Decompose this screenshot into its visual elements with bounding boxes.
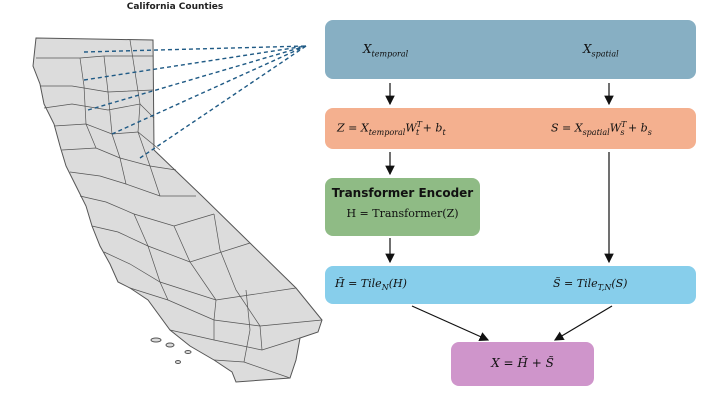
spatial-tile-sub: T,N <box>597 283 612 293</box>
temporal-input-label: Xtemporal <box>363 42 408 58</box>
spatial-tile-arg: (S) <box>611 277 628 290</box>
temporal-proj-sub: temporal <box>368 127 406 137</box>
spatial-proj-w-sub: s <box>620 127 625 137</box>
spatial-projection-equation: S = XspatialWTs + bs <box>551 120 652 137</box>
encoder-title: Transformer Encoder <box>331 186 474 200</box>
temporal-proj-rest: + b <box>419 121 443 135</box>
encoder-equation: H = Transformer(Z) <box>346 207 459 220</box>
arrow-tile-right-to-output <box>553 305 613 341</box>
county-borders <box>36 39 323 379</box>
spatial-tile-equation: S̃ = TileT,N(S) <box>553 277 627 292</box>
county-link-lines <box>83 45 307 159</box>
temporal-proj-w-sub: t <box>415 127 420 137</box>
spatial-proj-b-sub: s <box>647 127 652 137</box>
california-outline <box>32 37 323 383</box>
temporal-tile-equation: H̃ = TileN(H) <box>335 277 407 292</box>
temporal-tile-sub: N <box>381 283 389 293</box>
input-box: Xtemporal Xspatial <box>325 20 696 79</box>
channel-islands <box>150 337 192 364</box>
spatial-proj-w-sup: T <box>621 120 627 129</box>
spatial-input-label: Xspatial <box>583 42 619 58</box>
temporal-proj-b-sub: t <box>442 127 446 137</box>
temporal-proj-w-sup: T <box>416 120 422 129</box>
temporal-proj-lhs: Z = X <box>337 121 369 135</box>
spatial-proj-rest: + b <box>624 121 648 135</box>
transformer-encoder-box: Transformer Encoder H = Transformer(Z) <box>325 178 480 236</box>
output-box: X = H̃ + S̃ <box>451 342 594 386</box>
projection-box: Z = XtemporalWTt + bt S = XspatialWTs + … <box>325 108 696 149</box>
temporal-symbol: X <box>363 42 372 56</box>
temporal-tile-arg: (H) <box>388 277 407 290</box>
california-map <box>32 37 323 383</box>
spatial-proj-w: W <box>609 121 621 135</box>
tile-box: H̃ = TileN(H) S̃ = TileT,N(S) <box>325 266 696 304</box>
arrow-tile-left-to-output <box>411 305 490 341</box>
flow-arrows <box>385 83 614 341</box>
output-equation: X = H̃ + S̃ <box>491 356 554 370</box>
map-title: California Counties <box>126 2 224 12</box>
spatial-tile-lhs: S̃ = Tile <box>553 277 598 290</box>
spatial-proj-sub: spatial <box>582 127 610 137</box>
spatial-subscript: spatial <box>591 49 619 59</box>
spatial-symbol: X <box>583 42 592 56</box>
temporal-projection-equation: Z = XtemporalWTt + bt <box>337 120 446 137</box>
temporal-subscript: temporal <box>371 49 409 59</box>
temporal-tile-lhs: H̃ = Tile <box>335 277 382 290</box>
spatial-proj-lhs: S = X <box>551 121 583 135</box>
temporal-proj-w: W <box>405 121 417 135</box>
